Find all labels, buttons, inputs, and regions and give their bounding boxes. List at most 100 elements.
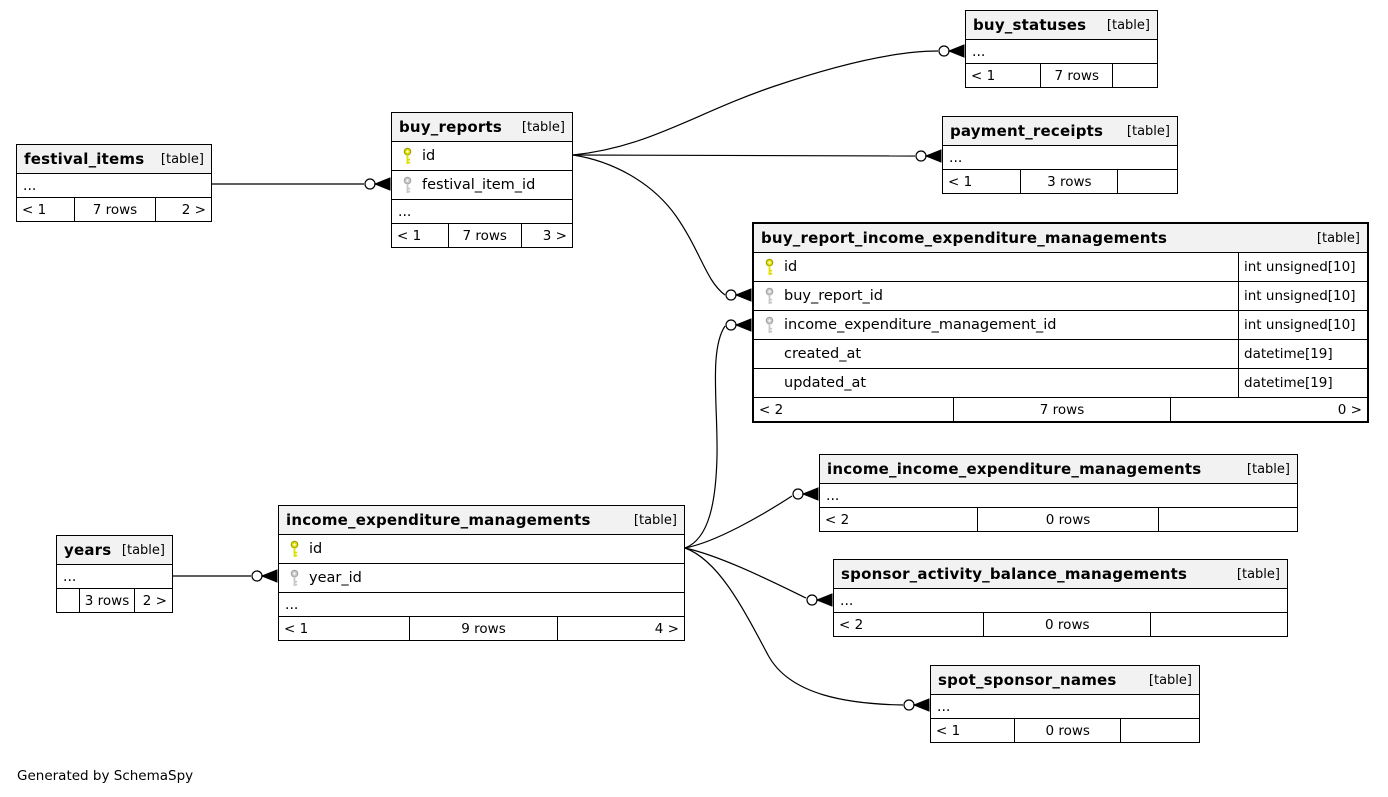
hidden-columns-ellipsis: ... (931, 694, 1199, 718)
table-name[interactable]: buy_statuses (973, 16, 1087, 34)
footer-children-count (1151, 613, 1287, 636)
footer-parents-count: < 1 (284, 620, 309, 637)
table-name[interactable]: sponsor_activity_balance_managements (841, 565, 1188, 583)
edge-income_expenditure_managements-buy_report_income_expenditure_managements (684, 318, 752, 549)
edge-income_expenditure_managements-spot_sponsor_names (684, 547, 930, 712)
table-header: income_income_expenditure_managements [ta… (820, 455, 1297, 483)
table-type-tag: [table] (521, 119, 565, 135)
primary-key-icon (279, 540, 309, 559)
table-type-tag: [table] (1246, 461, 1290, 477)
footer-parents-count: < 2 (839, 616, 864, 633)
hidden-columns-ellipsis: ... (392, 199, 572, 223)
table-income_income_expenditure_managements[interactable]: income_income_expenditure_managements [ta… (819, 454, 1298, 532)
table-header: payment_receipts [table] (943, 117, 1177, 145)
column-name: year_id (309, 570, 362, 586)
table-type-tag: [table] (1236, 566, 1280, 582)
edge-buy_reports-payment_receipts (572, 149, 942, 163)
column-name: buy_report_id (784, 288, 883, 304)
footer-rows-count: 0 rows (1014, 719, 1122, 742)
column-row-updated_at: updated_at datetime[19] (754, 368, 1367, 397)
primary-key-icon (392, 147, 422, 166)
table-sponsor_activity_balance_managements[interactable]: sponsor_activity_balance_managements [tab… (833, 559, 1288, 637)
table-header: spot_sponsor_names [table] (931, 666, 1199, 694)
column-row-year_id: year_id (279, 563, 684, 592)
column-name: festival_item_id (422, 177, 536, 193)
column-type: int unsigned[10] (1238, 253, 1367, 281)
hidden-columns-ellipsis: ... (834, 588, 1287, 612)
table-header: years [table] (57, 536, 172, 564)
table-footer: 3 rows 2 > (57, 588, 172, 612)
table-footer: < 2 0 rows (820, 507, 1297, 531)
footer-rows-count: 0 rows (983, 613, 1152, 636)
foreign-key-icon (754, 316, 784, 335)
table-header: income_expenditure_managements [table] (279, 506, 684, 534)
footer-rows-count: 7 rows (447, 224, 522, 247)
footer-children-count: 2 > (142, 592, 167, 609)
table-name[interactable]: festival_items (24, 150, 145, 168)
table-type-tag: [table] (1126, 123, 1170, 139)
generator-credit: Generated by SchemaSpy (17, 768, 194, 784)
table-name[interactable]: spot_sponsor_names (938, 671, 1117, 689)
hidden-columns-ellipsis: ... (943, 145, 1177, 169)
edge-years-income_expenditure_managements (173, 569, 278, 583)
hidden-columns-ellipsis: ... (966, 39, 1157, 63)
table-name[interactable]: years (64, 541, 112, 559)
table-footer: < 2 0 rows (834, 612, 1287, 636)
primary-key-icon (754, 258, 784, 277)
footer-children-count (1118, 170, 1177, 193)
column-row-created_at: created_at datetime[19] (754, 339, 1367, 368)
footer-parents-count (57, 589, 79, 612)
table-type-tag: [table] (121, 542, 165, 558)
footer-rows-count: 7 rows (953, 398, 1171, 421)
table-name[interactable]: income_income_expenditure_managements (827, 460, 1202, 478)
column-type: int unsigned[10] (1238, 282, 1367, 310)
column-name: updated_at (784, 375, 867, 391)
column-name: created_at (784, 346, 862, 362)
table-name[interactable]: income_expenditure_managements (286, 511, 591, 529)
foreign-key-icon (279, 569, 309, 588)
table-footer: < 1 3 rows (943, 169, 1177, 193)
column-name: id (422, 148, 436, 164)
footer-children-count (1159, 508, 1297, 531)
column-type: datetime[19] (1238, 340, 1367, 368)
footer-children-count: 4 > (654, 620, 679, 637)
table-type-tag: [table] (633, 512, 677, 528)
edge-festival_items-buy_reports (212, 177, 391, 191)
column-name: id (784, 259, 798, 275)
footer-rows-count: 3 rows (1020, 170, 1119, 193)
table-name[interactable]: payment_receipts (950, 122, 1104, 140)
edge-buy_reports-buy_report_income_expenditure_managements (572, 154, 752, 302)
hidden-columns-ellipsis: ... (279, 592, 684, 616)
table-type-tag: [table] (1148, 672, 1192, 688)
table-name[interactable]: buy_reports (399, 118, 503, 136)
table-header: sponsor_activity_balance_managements [tab… (834, 560, 1287, 588)
column-name: income_expenditure_management_id (784, 317, 1057, 333)
table-type-tag: [table] (1316, 230, 1360, 246)
footer-rows-count: 3 rows (78, 589, 136, 612)
table-payment_receipts[interactable]: payment_receipts [table]... < 1 3 rows (942, 116, 1178, 194)
column-row-id: id (392, 141, 572, 170)
footer-children-count: 3 > (542, 227, 567, 244)
footer-parents-count: < 1 (948, 173, 973, 190)
footer-rows-count: 0 rows (977, 508, 1159, 531)
table-buy_report_income_expenditure_managements[interactable]: buy_report_income_expenditure_management… (752, 222, 1369, 423)
footer-parents-count: < 2 (825, 511, 850, 528)
column-type: datetime[19] (1238, 369, 1367, 397)
footer-parents-count: < 1 (971, 67, 996, 84)
table-name[interactable]: buy_report_income_expenditure_management… (761, 229, 1168, 247)
table-type-tag: [table] (1106, 17, 1150, 33)
